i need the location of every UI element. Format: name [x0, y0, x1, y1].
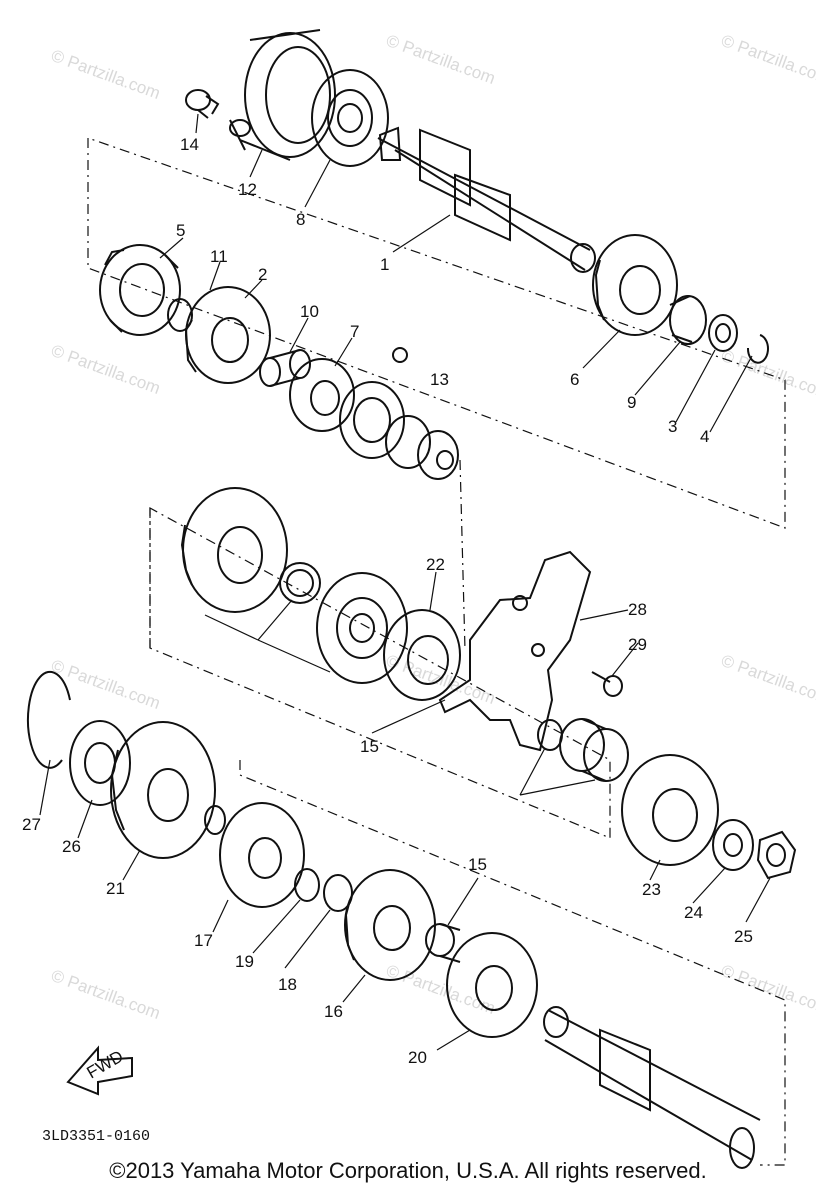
- callout-19: 19: [235, 952, 254, 971]
- callout-20: 20: [408, 1048, 427, 1067]
- callout-14: 14: [180, 135, 199, 154]
- callout-29: 29: [628, 635, 647, 654]
- callout-4: 4: [700, 427, 709, 446]
- diagram-code: 3LD3351-0160: [42, 1128, 150, 1145]
- washer-3: [708, 314, 738, 352]
- watermark: © Partzilla.com: [49, 341, 163, 398]
- watermark: © Partzilla.com: [719, 31, 816, 88]
- callout-24: 24: [684, 903, 703, 922]
- callout-7: 7: [350, 322, 359, 341]
- bearing-26: [69, 720, 131, 806]
- callout-25: 25: [734, 927, 753, 946]
- callout-11: 11: [210, 247, 228, 266]
- bearing-13: [339, 347, 459, 480]
- callout-5: 5: [176, 221, 185, 240]
- gear-17: [204, 802, 305, 908]
- circlip-27: [26, 670, 71, 769]
- link-line: [459, 459, 466, 651]
- callout-27: 27: [22, 815, 41, 834]
- bearing-9: [669, 295, 707, 345]
- oil-seal-22: [383, 609, 461, 701]
- gear-2: [184, 286, 271, 384]
- callout-22: 22: [426, 555, 445, 574]
- sprocket-23: [621, 754, 719, 866]
- watermark: © Partzilla.com: [719, 651, 816, 708]
- callout-1: 1: [380, 255, 389, 274]
- callout-26: 26: [62, 837, 81, 856]
- callout-13: 13: [430, 370, 449, 389]
- assembly-outlines: [87, 137, 786, 1166]
- lock-washer-24: [712, 819, 754, 871]
- callout-12: 12: [238, 180, 257, 199]
- gear-7: [289, 358, 355, 432]
- circlip-4: [746, 334, 769, 364]
- callout-9: 9: [627, 393, 636, 412]
- bearing-8: [311, 69, 389, 167]
- screw-14: [185, 89, 220, 119]
- plate-28: [438, 550, 592, 752]
- collar-15-lower: [425, 923, 461, 963]
- main-axle-1: [377, 126, 596, 273]
- collar-drive: [279, 562, 321, 604]
- copyright-notice: ©2013 Yamaha Motor Corporation, U.S.A. A…: [109, 1158, 707, 1183]
- washer-19: [294, 868, 320, 902]
- callout-10: 10: [300, 302, 319, 321]
- callout-17: 17: [194, 931, 213, 950]
- callout-3: 3: [668, 417, 677, 436]
- gear-drive-large: [180, 487, 288, 613]
- bearing-housing-12: [229, 29, 336, 161]
- watermarks: © Partzilla.com © Partzilla.com © Partzi…: [49, 31, 816, 1023]
- nut-25: [756, 830, 797, 880]
- callout-2: 2: [258, 265, 267, 284]
- gear-6: [592, 234, 678, 336]
- main-axle-outline: [87, 137, 786, 529]
- fwd-arrow: FWD: [66, 1045, 133, 1096]
- o-ring: [537, 719, 563, 751]
- callout-6: 6: [570, 370, 579, 389]
- gear-5: [99, 244, 181, 336]
- gear-20: [446, 932, 538, 1038]
- callouts: 14 12 8 1 5 11 2 10 7 13 6 9 3 4 22 28 2…: [22, 135, 753, 1067]
- bolt-29: [591, 671, 623, 697]
- callout-18: 18: [278, 975, 297, 994]
- callout-8: 8: [296, 210, 305, 229]
- watermark: © Partzilla.com: [384, 31, 498, 88]
- watermark: © Partzilla.com: [384, 961, 498, 1018]
- gear-21: [110, 721, 216, 859]
- callout-15a: 15: [360, 737, 379, 756]
- watermark: © Partzilla.com: [719, 961, 816, 1018]
- watermark: © Partzilla.com: [49, 966, 163, 1023]
- collar-10: [259, 349, 311, 387]
- circlip-18: [323, 874, 353, 912]
- circlip-11: [167, 298, 193, 332]
- bearing-15-upper: [316, 572, 408, 684]
- callout-16: 16: [324, 1002, 343, 1021]
- drive-axle-shaft: [543, 1006, 761, 1169]
- collar-lower: [559, 718, 629, 782]
- callout-28: 28: [628, 600, 647, 619]
- drive-axle-outline: [239, 760, 786, 1166]
- callout-21: 21: [106, 879, 125, 898]
- callout-15b: 15: [468, 855, 487, 874]
- watermark: © Partzilla.com: [49, 46, 163, 103]
- callout-23: 23: [642, 880, 661, 899]
- leader-lines: [39, 113, 771, 1051]
